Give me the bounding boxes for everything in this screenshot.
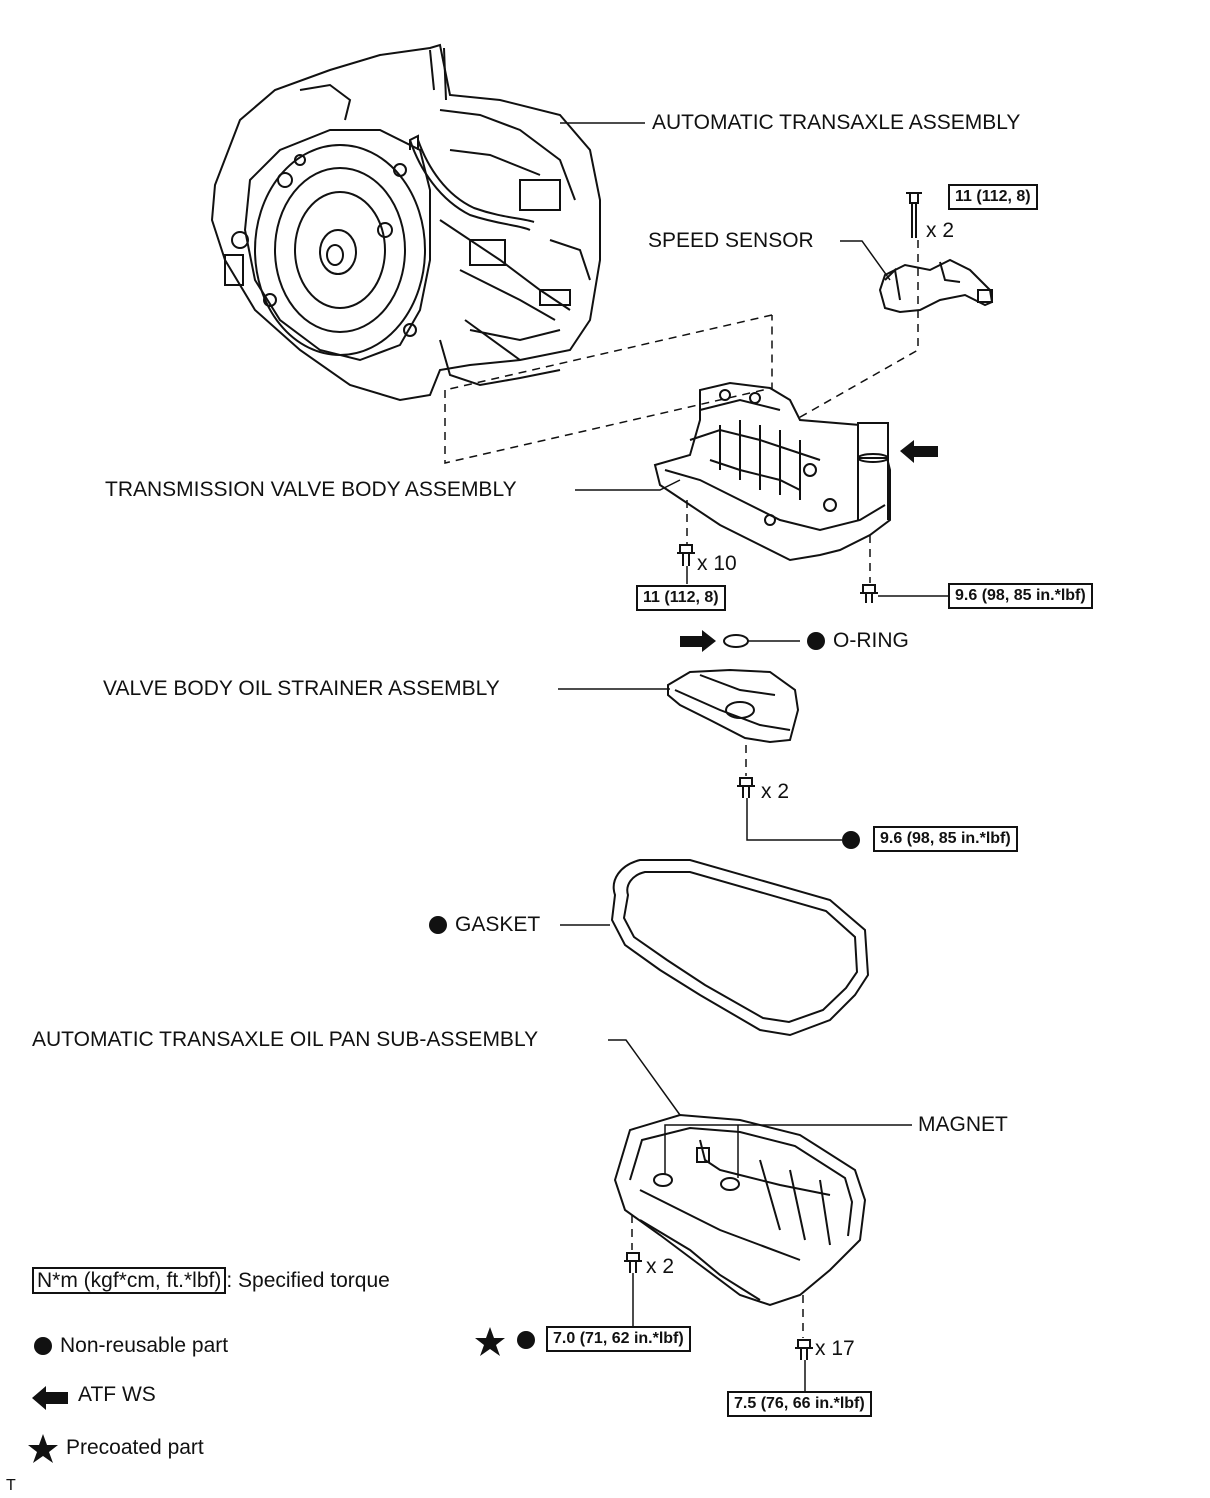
oil-pan-drawing: [613, 1113, 867, 1307]
atf-arrows: [28, 440, 938, 1463]
qty-oil-pan-precoated-bolt: x 2: [646, 1255, 675, 1278]
assembly-lines: [444, 240, 919, 1338]
valve-body-drawing: [653, 381, 891, 562]
legend-non-reusable: Non-reusable part: [60, 1334, 229, 1357]
transaxle-drawing: [210, 43, 601, 402]
label-strainer: VALVE BODY OIL STRAINER ASSEMBLY: [103, 677, 500, 700]
qty-oil-pan-bolt: x 17: [815, 1337, 855, 1360]
leader-lines: [558, 122, 948, 1392]
label-o-ring: O-RING: [833, 629, 909, 652]
torque-valve-body-bolt: 11 (112, 8): [636, 585, 726, 611]
footer-mark: T: [6, 1477, 16, 1494]
torque-strainer-bolt: 9.6 (98, 85 in.*lbf): [873, 826, 1018, 852]
label-magnet: MAGNET: [918, 1113, 1008, 1136]
star-icon-oil-pan: [475, 1327, 505, 1356]
qty-valve-body-bolt: x 10: [697, 552, 737, 575]
dot-icon-o-ring: [807, 632, 825, 650]
torque-oil-pan-precoated-bolt: 7.0 (71, 62 in.*lbf): [546, 1326, 691, 1352]
bolt-oil-pan: [795, 1339, 813, 1360]
legend-torque-unit: N*m (kgf*cm, ft.*lbf): [32, 1267, 227, 1294]
label-transaxle: AUTOMATIC TRANSAXLE ASSEMBLY: [652, 111, 1021, 134]
bolt-oil-pan-precoated: [624, 1252, 642, 1273]
atf-arrow-o-ring: [680, 630, 716, 652]
legend-atf: ATF WS: [78, 1383, 156, 1406]
legend-precoated: Precoated part: [66, 1436, 204, 1459]
torque-oil-pan-bolt: 7.5 (76, 66 in.*lbf): [727, 1391, 872, 1417]
legend-arrow-icon: [32, 1386, 68, 1410]
legend-dot-icon: [34, 1337, 52, 1355]
label-gasket: GASKET: [455, 913, 541, 936]
dot-icon-gasket: [429, 916, 447, 934]
legend-torque-text: : Specified torque: [226, 1269, 390, 1292]
gasket-drawing: [610, 859, 870, 1037]
legend-torque: N*m (kgf*cm, ft.*lbf): Specified torque: [32, 1267, 390, 1294]
bolt-valve-body: [677, 544, 695, 566]
bolt-valve-body-side: [860, 584, 878, 603]
speed-sensor-drawing: [878, 192, 994, 314]
torque-valve-body-side-bolt: 9.6 (98, 85 in.*lbf): [948, 583, 1093, 609]
label-oil-pan: AUTOMATIC TRANSAXLE OIL PAN SUB-ASSEMBLY: [32, 1028, 539, 1051]
torque-speed-sensor-bolt: 11 (112, 8): [948, 184, 1038, 210]
o-ring-drawing: [723, 634, 749, 648]
bolt-strainer: [737, 777, 755, 798]
atf-arrow-valve-body: [900, 440, 938, 463]
label-speed-sensor: SPEED SENSOR: [648, 229, 814, 252]
dot-icon-oil-pan-precoated: [517, 1331, 535, 1349]
qty-strainer-bolt: x 2: [761, 780, 790, 803]
strainer-drawing: [667, 668, 800, 744]
label-valve-body: TRANSMISSION VALVE BODY ASSEMBLY: [105, 478, 517, 501]
dot-icon-strainer-bolt: [842, 831, 860, 849]
legend-star-icon: [28, 1434, 58, 1463]
qty-speed-sensor-bolt: x 2: [926, 219, 955, 242]
